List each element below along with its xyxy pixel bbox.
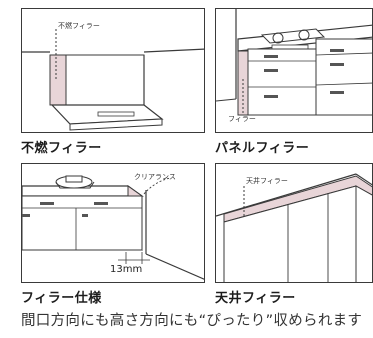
panel-filler-spec: クリアランス 13mm bbox=[21, 163, 205, 283]
ceiling-filler-note: 天井フィラー bbox=[246, 177, 288, 185]
panel-panel-filler: フィラー bbox=[215, 8, 373, 133]
caption-filler-spec: フィラー仕様 bbox=[21, 291, 102, 306]
panel-incombustible-filler: 不燃フィラー bbox=[21, 8, 205, 133]
caption-panel-filler: パネルフィラー bbox=[215, 141, 310, 156]
incombustible-filler-note: 不燃フィラー bbox=[58, 22, 100, 30]
footer-description: 間口方向にも高さ方向にも“ぴったり”収められます bbox=[21, 313, 363, 329]
clearance-note: クリアランス bbox=[134, 173, 176, 181]
range-hood-illustration bbox=[22, 29, 204, 131]
panel-filler-note: フィラー bbox=[228, 115, 256, 123]
caption-incombustible-filler: 不燃フィラー bbox=[21, 141, 102, 156]
sink-cabinet-illustration bbox=[22, 175, 204, 280]
dimension-13mm: 13mm bbox=[110, 264, 143, 275]
ceiling-cabinet-illustration bbox=[216, 173, 372, 282]
kitchen-cabinet-illustration bbox=[216, 9, 372, 116]
panel-ceiling-filler: 天井フィラー bbox=[215, 163, 373, 283]
caption-ceiling-filler: 天井フィラー bbox=[215, 291, 296, 306]
